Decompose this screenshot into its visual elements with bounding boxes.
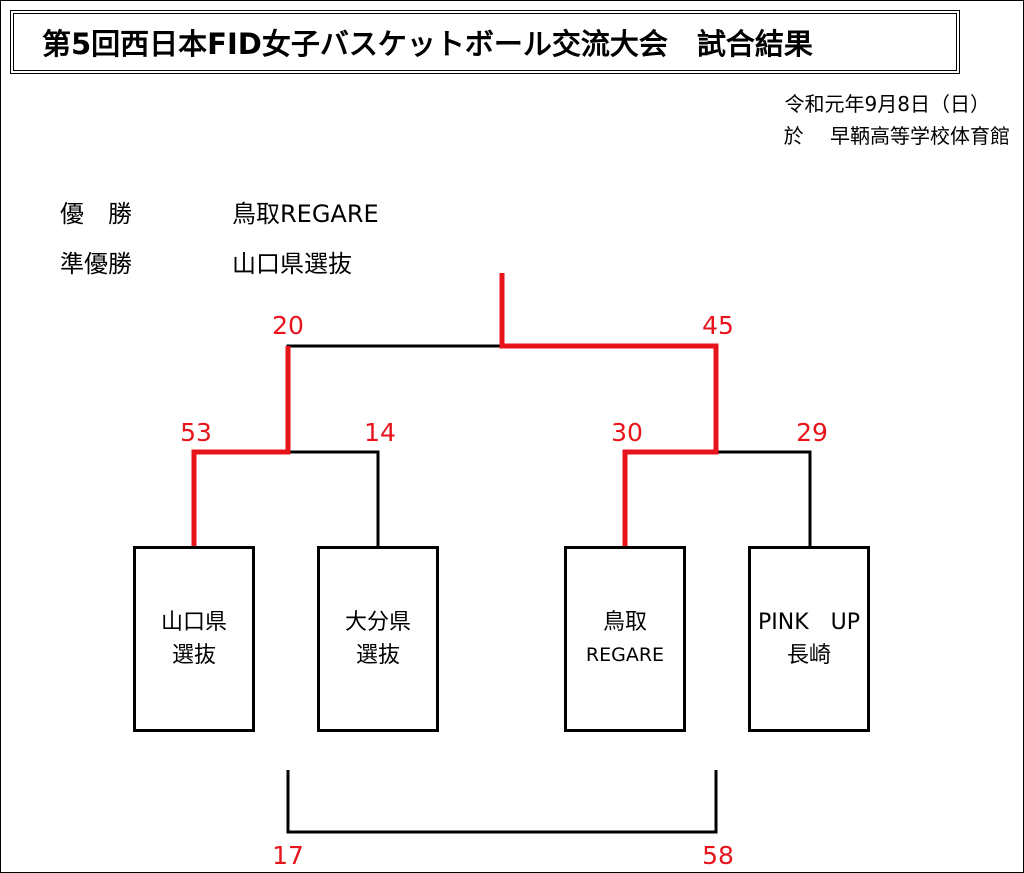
champion-name: 鳥取REGARE bbox=[232, 200, 379, 228]
team-name-line2: 選抜 bbox=[355, 643, 400, 668]
match-venue: 於 早鞆高等学校体育館 bbox=[783, 124, 1010, 148]
score-semi1-left: 53 bbox=[180, 418, 212, 447]
match-date: 令和元年9月8日（日） bbox=[784, 92, 990, 116]
champion-label: 優 勝 bbox=[60, 200, 132, 228]
team-name-line1: 大分県 bbox=[344, 610, 411, 635]
team-box-yamaguchi: 山口県 選抜 bbox=[133, 546, 255, 732]
bracket-line-oita bbox=[288, 450, 380, 546]
team-box-oita: 大分県 選抜 bbox=[317, 546, 439, 732]
team-name-line2: 長崎 bbox=[786, 643, 831, 668]
score-third-left: 17 bbox=[272, 841, 304, 870]
runner-up-label: 準優勝 bbox=[60, 250, 132, 278]
team-name-line1: 山口県 bbox=[160, 610, 227, 635]
team-box-tottori: 鳥取 REGARE bbox=[564, 546, 686, 732]
score-third-right: 58 bbox=[702, 841, 734, 870]
score-final-left: 20 bbox=[272, 311, 304, 340]
team-name-line1: 鳥取 bbox=[602, 610, 647, 635]
winner-line-tottori bbox=[499, 273, 719, 546]
page-title: 第5回西日本FID女子バスケットボール交流大会 試合結果 bbox=[10, 10, 960, 74]
team-box-pinkup: PINK UP 長崎 bbox=[748, 546, 870, 732]
runner-up-name: 山口県選抜 bbox=[232, 250, 352, 278]
team-name-line2: 選抜 bbox=[171, 643, 216, 668]
team-name-line2: REGARE bbox=[585, 644, 665, 666]
winner-line-yamaguchi bbox=[191, 346, 291, 546]
team-name-line1: PINK UP bbox=[757, 610, 860, 635]
score-semi2-left: 30 bbox=[611, 418, 643, 447]
score-semi1-right: 14 bbox=[364, 418, 396, 447]
score-semi2-right: 29 bbox=[796, 418, 828, 447]
bracket-line-third-place bbox=[286, 770, 718, 834]
score-final-right: 45 bbox=[702, 311, 734, 340]
bracket-line-pinkup bbox=[716, 450, 812, 546]
